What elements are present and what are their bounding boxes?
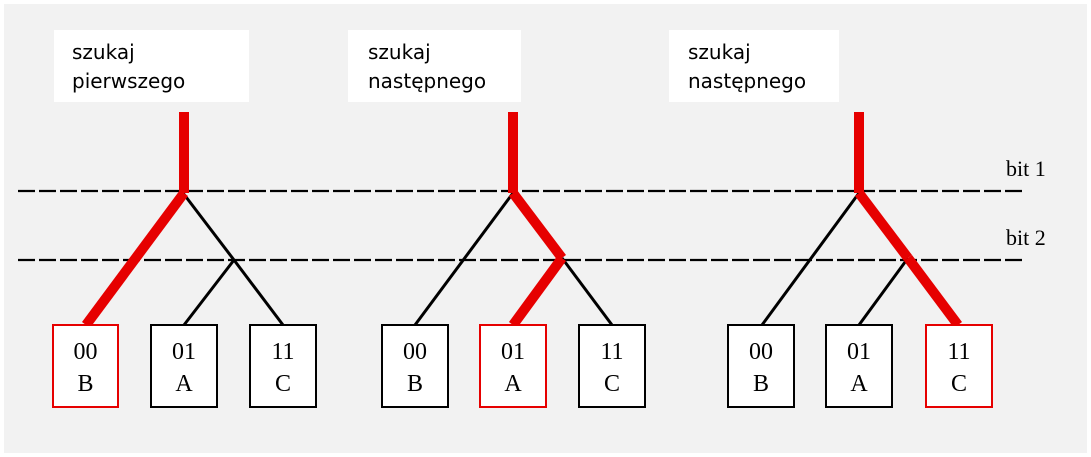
tree-2-leaf-c-code: 11 (600, 339, 623, 365)
bit-1-label: bit 1 (1006, 156, 1046, 181)
tree-2-path-to-a (508, 255, 567, 328)
tree-1-branch-c (232, 259, 285, 326)
tree-1-title-line-1: szukaj (72, 40, 135, 64)
tree-1-leaf-c-letter: C (275, 371, 291, 397)
tree-3-title-line-1: szukaj (688, 40, 751, 64)
tree-2-branch-c (560, 257, 614, 326)
tree-1-leaf-b-box (52, 324, 119, 408)
tree-3-leaf-b-letter: B (753, 371, 769, 397)
tree-2-branch-left (413, 192, 515, 326)
tree-3-leaf-b-code: 00 (749, 339, 773, 365)
tree-1-title-line-2: pierwszego (72, 69, 185, 93)
tree-1-title-box (54, 30, 249, 102)
tree-1-leaf-b-code: 00 (74, 339, 98, 365)
tree-2-leaf-a-code: 01 (501, 339, 525, 365)
tree-3-leaf-b-box (727, 324, 795, 408)
tree-3-leaf-c-letter: C (951, 371, 967, 397)
tree-1: szukaj pierwszego 00 B 01 A 11 C (52, 30, 317, 408)
tree-1-leaf-a-letter: A (175, 371, 193, 397)
tree-3-leaf-c-code: 11 (947, 339, 970, 365)
tree-2-leaf-a-letter: A (504, 371, 522, 397)
tree-3-path-to-c (903, 255, 963, 328)
tree-2-title-line-1: szukaj (368, 40, 431, 64)
tree-2-leaf-c-letter: C (604, 371, 620, 397)
tree-2-path-right (509, 189, 566, 262)
tree-3-leaf-c-box (925, 324, 993, 408)
bit-2-label: bit 2 (1006, 225, 1046, 250)
tree-2-leaf-b-box (381, 324, 449, 408)
tree-1-path-to-b (81, 190, 189, 328)
tree-1-branch-right (181, 192, 236, 261)
tree-2-leaf-c-box (578, 324, 646, 408)
tree-3-path-right (855, 189, 912, 262)
tree-3-leaf-a-box (825, 324, 893, 408)
tree-3: szukaj następnego 00 B 01 A 11 C (669, 30, 993, 408)
tree-2: szukaj następnego 00 B 01 A 11 C (348, 30, 646, 408)
tree-2-leaf-b-letter: B (407, 371, 423, 397)
tree-1-leaf-c-box (249, 324, 317, 408)
tree-3-leaf-a-letter: A (850, 371, 868, 397)
tree-3-title-box (669, 30, 839, 102)
tree-2-title-box (348, 30, 521, 102)
tree-1-leaf-c-code: 11 (271, 339, 294, 365)
tree-3-title-line-2: następnego (688, 69, 806, 93)
tree-2-title-line-2: następnego (368, 69, 486, 93)
tree-1-leaf-a-code: 01 (172, 339, 196, 365)
tree-3-branch-left (760, 192, 861, 326)
tree-3-leaf-a-code: 01 (847, 339, 871, 365)
tree-1-branch-a (182, 259, 236, 326)
tree-1-leaf-b-letter: B (77, 371, 93, 397)
tree-2-leaf-b-code: 00 (403, 339, 427, 365)
tree-2-leaf-a-box (479, 324, 547, 408)
tree-1-leaf-a-box (150, 324, 218, 408)
tree-3-branch-a (857, 257, 910, 326)
